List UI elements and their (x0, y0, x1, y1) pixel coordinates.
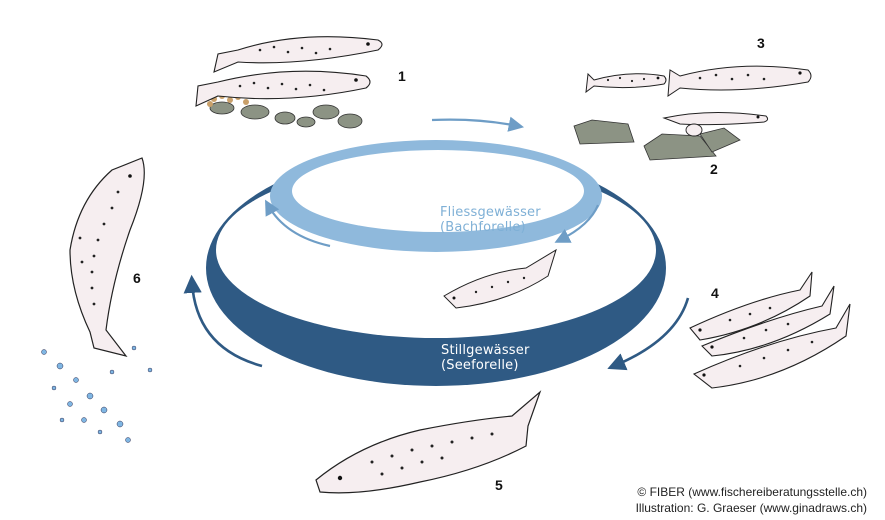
stage-number-6: 6 (133, 270, 141, 286)
stream-ring-subtitle: (Bachforelle) (440, 220, 526, 235)
stage-number-5: 5 (495, 477, 503, 493)
illustration-credit: Illustration: G. Graeser (www.ginadraws.… (635, 501, 867, 515)
arrow-stream-inner-left (265, 199, 331, 248)
stream-ring-title: Fliessgewässer (440, 205, 541, 220)
copyright-credit: © FIBER (www.fischereiberatungsstelle.ch… (637, 485, 867, 499)
lake-ring-subtitle: (Seeforelle) (441, 358, 519, 373)
arrow-lake-left (183, 274, 263, 368)
hatchling-alevin-icon (573, 111, 769, 161)
stage-number-2: 2 (710, 161, 718, 177)
migrating-trout-group-icon (689, 271, 851, 389)
small-trout-in-lake-icon (443, 248, 557, 309)
juvenile-trout-icon (585, 65, 812, 97)
stage-number-4: 4 (711, 285, 719, 301)
stage-number-1: 1 (398, 68, 406, 84)
cycle-arrows (183, 116, 690, 371)
stream-ring-label: Fliessgewässer (Bachforelle) (440, 205, 541, 235)
adult-lake-trout-icon (315, 390, 542, 494)
stage-number-3: 3 (757, 35, 765, 51)
lake-ring-title: Stillgewässer (441, 343, 530, 358)
leaping-trout-icon (41, 157, 153, 443)
arrow-stream-top (431, 116, 525, 132)
lake-ring-label: Stillgewässer (Seeforelle) (441, 343, 530, 373)
stream-cycle-ring (270, 140, 602, 252)
spawning-trout-pair-icon (195, 36, 383, 129)
arrow-stream-inner-right (554, 204, 600, 243)
arrow-lake-right (607, 297, 690, 371)
